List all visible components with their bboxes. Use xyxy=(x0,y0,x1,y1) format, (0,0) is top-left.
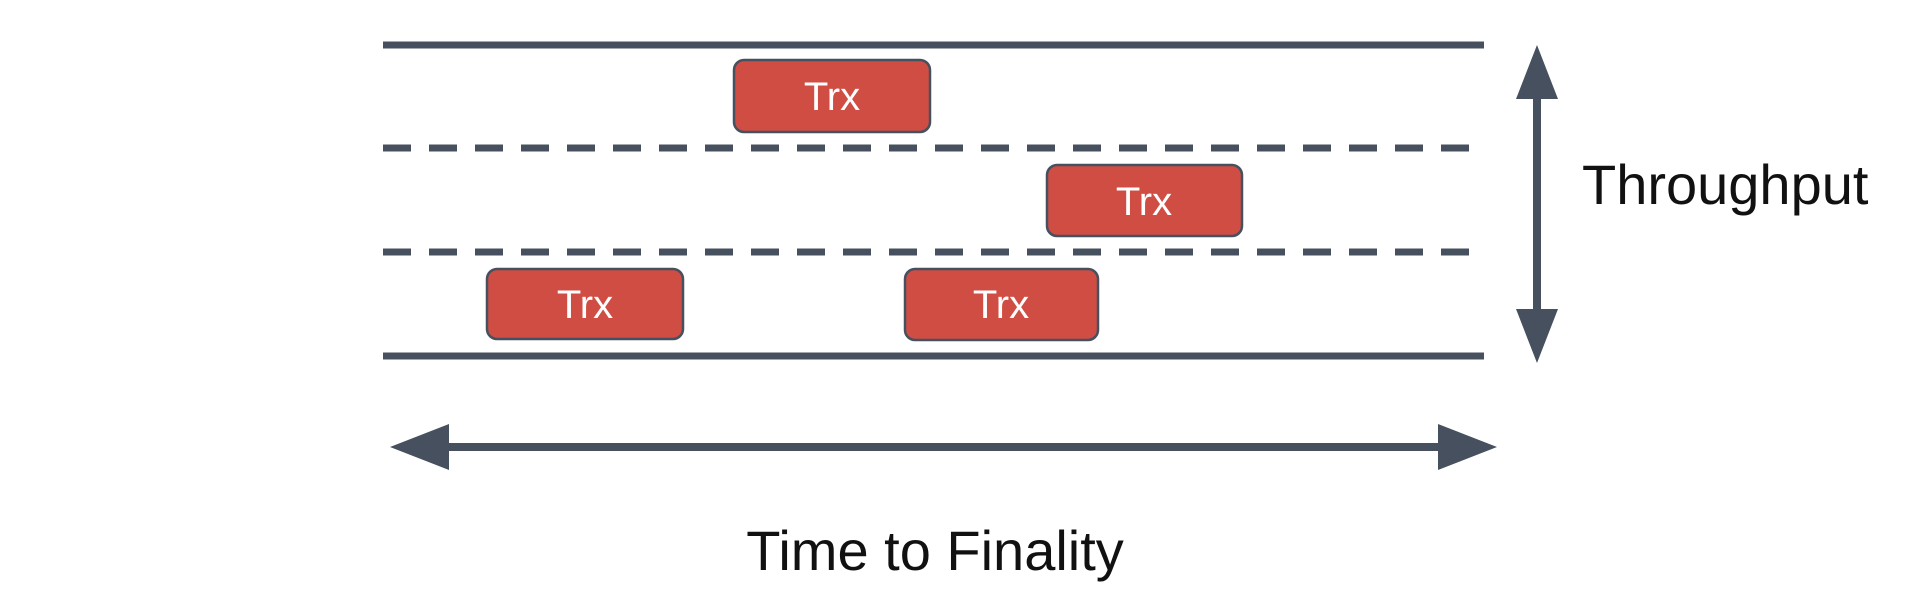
arrow-head-up-icon xyxy=(1516,45,1558,99)
trx-box-bottom-lane-right: Trx xyxy=(903,267,1100,342)
trx-box-label: Trx xyxy=(804,75,860,119)
arrow-head-right-icon xyxy=(1438,424,1497,470)
time-to-finality-arrow xyxy=(390,424,1497,470)
trx-box-label: Trx xyxy=(1116,180,1172,224)
trx-box-middle-lane: Trx xyxy=(1045,163,1244,238)
trx-box-label: Trx xyxy=(973,283,1029,327)
trx-box-rect xyxy=(485,267,685,341)
throughput-label: Throughput xyxy=(1582,153,1869,216)
throughput-arrow xyxy=(1516,45,1558,363)
trx-box-rect xyxy=(903,267,1100,342)
trx-box-bottom-lane-left: Trx xyxy=(485,267,685,341)
arrow-head-down-icon xyxy=(1516,309,1558,363)
arrow-head-left-icon xyxy=(390,424,449,470)
trx-box-top-lane: Trx xyxy=(732,58,932,134)
trx-box-label: Trx xyxy=(557,283,613,327)
trx-box-rect xyxy=(732,58,932,134)
time-to-finality-label: Time to Finality xyxy=(746,519,1124,582)
trx-box-rect xyxy=(1045,163,1244,238)
